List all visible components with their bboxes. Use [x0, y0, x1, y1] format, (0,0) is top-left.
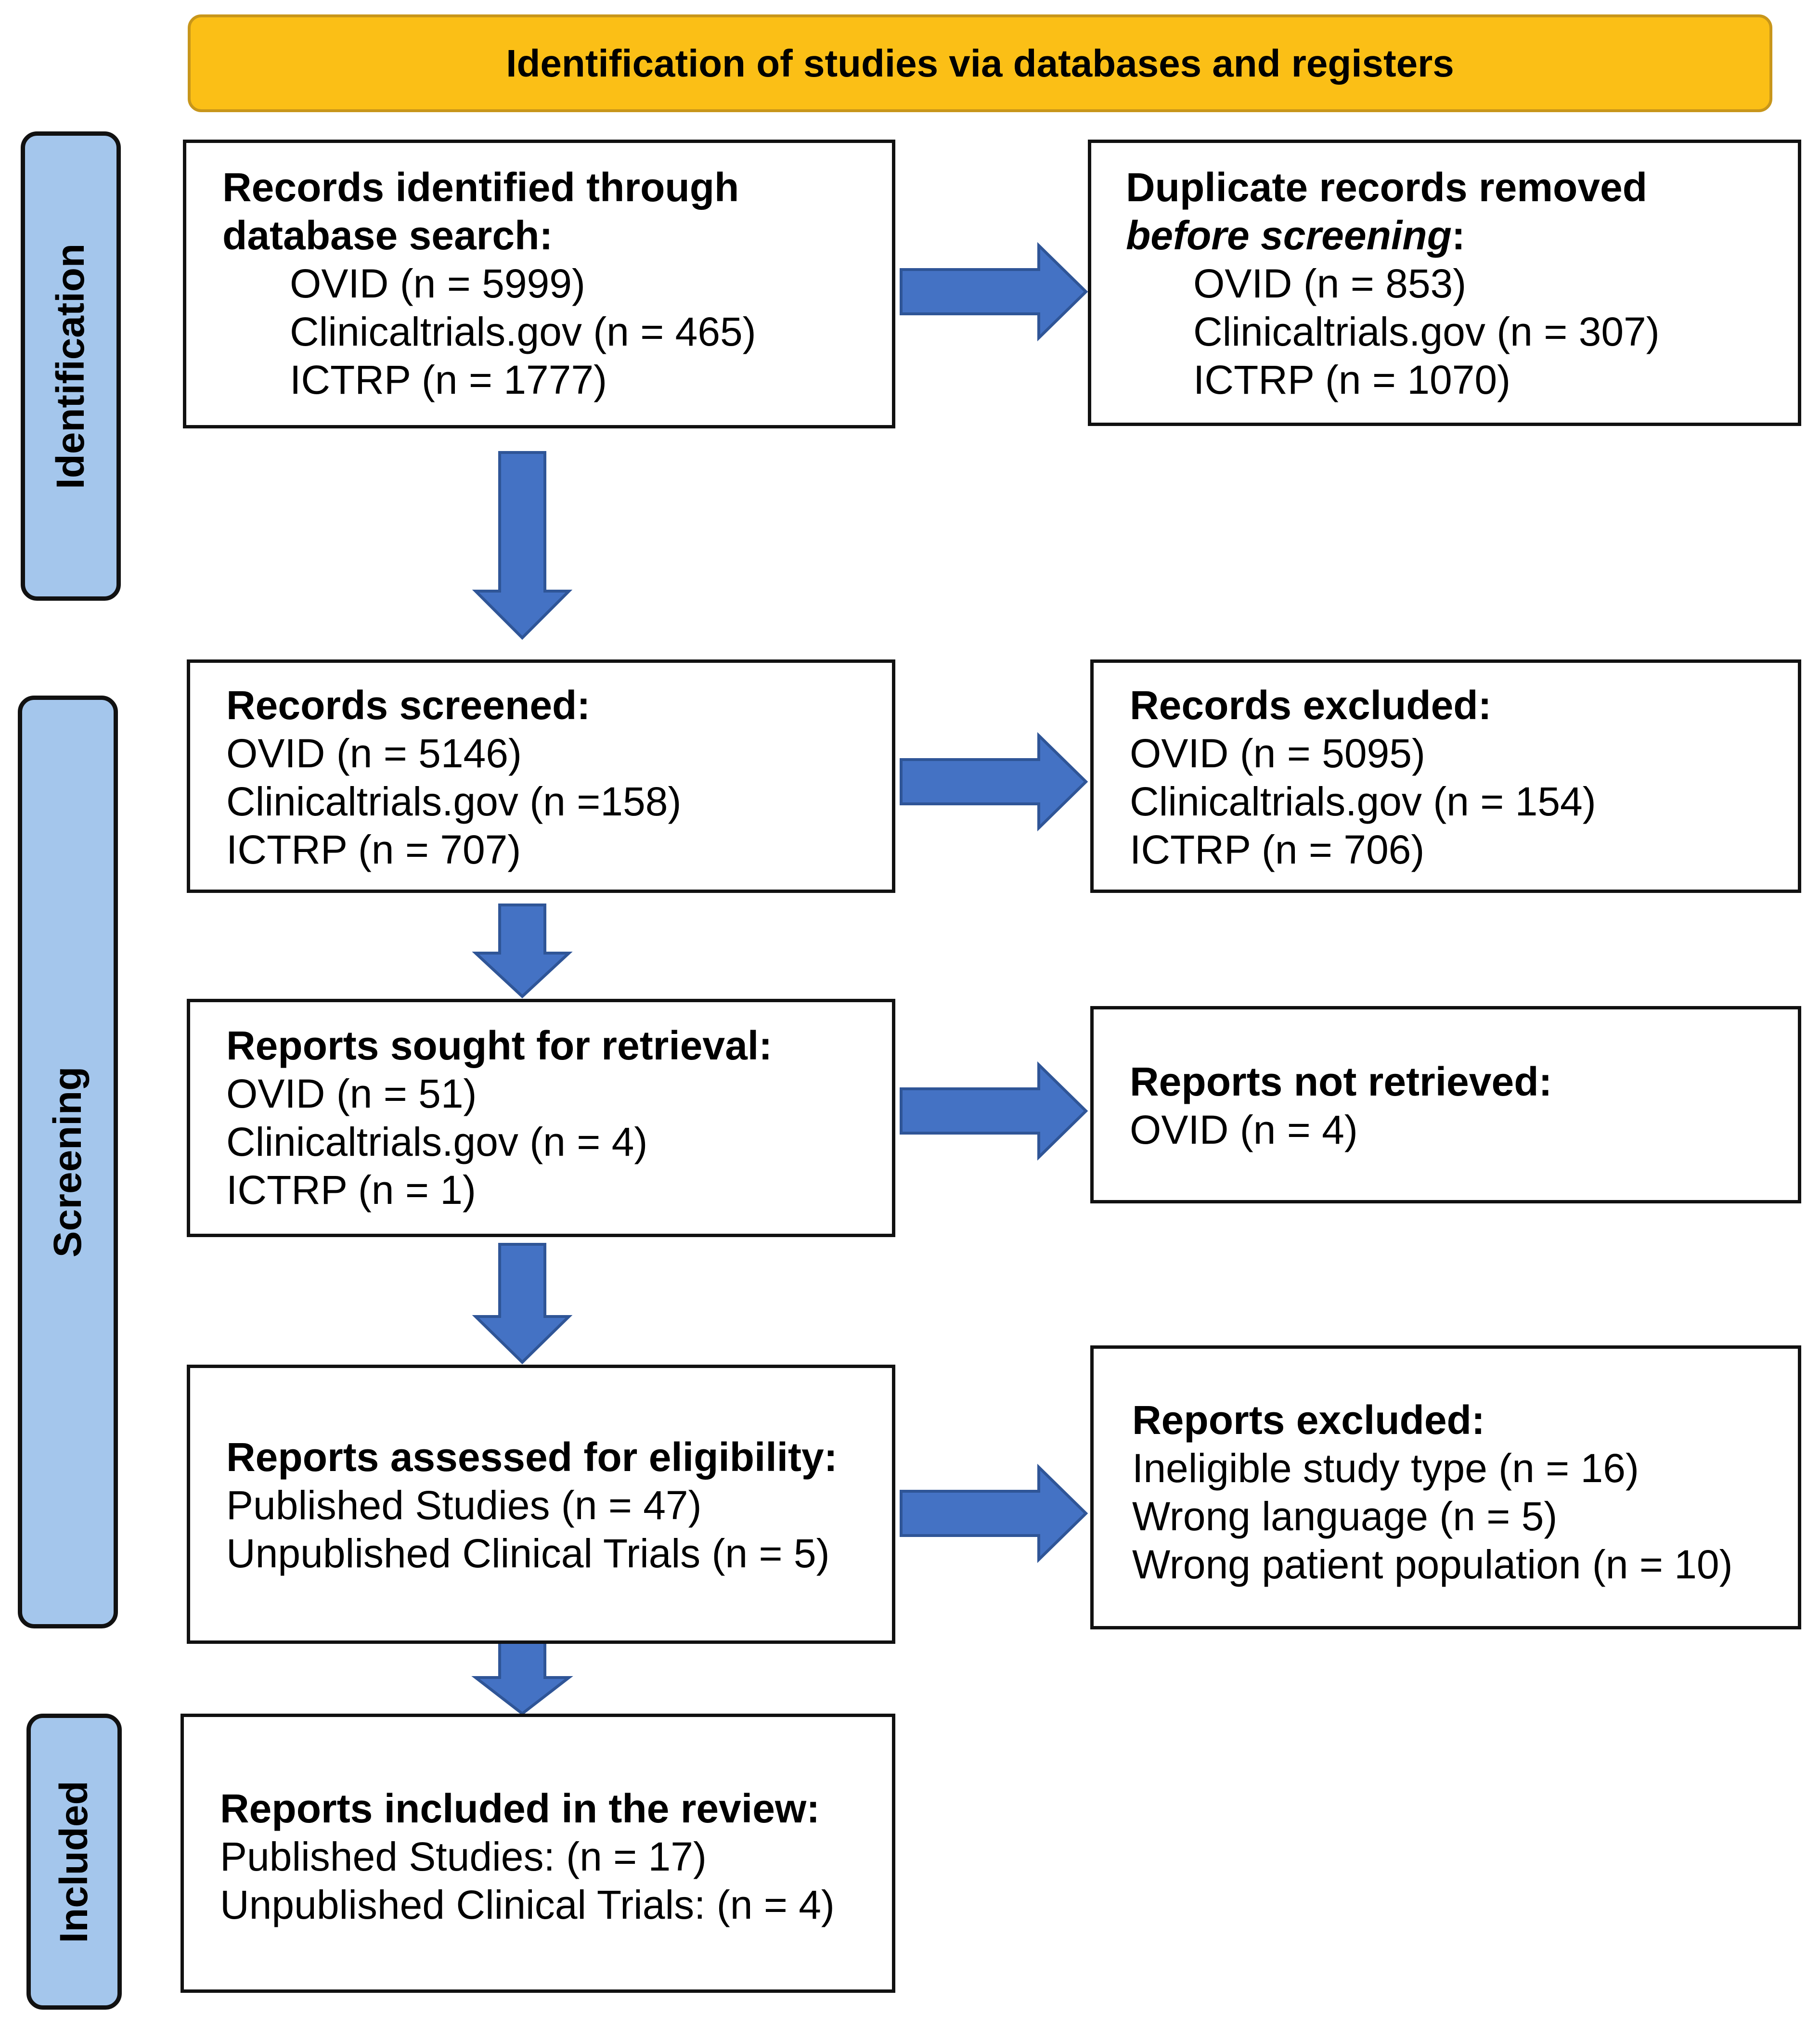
records-excluded-clinicaltrials: Clinicaltrials.gov (n = 154) [1130, 779, 1596, 824]
records-excluded-box: Records excluded: OVID (n = 5095) Clinic… [1090, 659, 1801, 893]
records-identified-ictrp: ICTRP (n = 1777) [290, 357, 607, 402]
reports-sought-clinicaltrials: Clinicaltrials.gov (n = 4) [226, 1119, 648, 1164]
reports-excluded-language: Wrong language (n = 5) [1132, 1494, 1558, 1539]
reports-included-box: Reports included in the review: Publishe… [181, 1714, 895, 1993]
duplicates-ictrp: ICTRP (n = 1070) [1193, 357, 1511, 402]
records-excluded-ovid: OVID (n = 5095) [1130, 731, 1425, 776]
duplicates-clinicaltrials: Clinicaltrials.gov (n = 307) [1193, 309, 1660, 354]
reports-excluded-box: Reports excluded: Ineligible study type … [1090, 1345, 1801, 1629]
phase-identification: Identification [21, 131, 121, 601]
records-screened-box: Records screened: OVID (n = 5146) Clinic… [187, 659, 895, 893]
records-screened-title: Records screened: [226, 683, 591, 728]
reports-sought-title: Reports sought for retrieval: [226, 1023, 773, 1068]
duplicates-title-colon: : [1451, 213, 1465, 258]
down-arrow-3 [472, 1243, 573, 1365]
reports-included-published: Published Studies: (n = 17) [220, 1834, 707, 1879]
duplicates-title-1: Duplicate records removed [1126, 165, 1648, 210]
phase-screening: Screening [18, 696, 118, 1628]
reports-assessed-box: Reports assessed for eligibility: Publis… [187, 1365, 895, 1644]
right-arrow-3 [900, 1061, 1088, 1161]
records-identified-title-2: database search: [222, 213, 553, 258]
duplicates-removed-box: Duplicate records removed before screeni… [1088, 140, 1801, 426]
reports-assessed-title: Reports assessed for eligibility: [226, 1434, 838, 1480]
reports-not-retrieved-ovid: OVID (n = 4) [1130, 1107, 1358, 1152]
records-screened-ictrp: ICTRP (n = 707) [226, 827, 521, 872]
reports-excluded-study-type: Ineligible study type (n = 16) [1132, 1446, 1639, 1491]
reports-assessed-published: Published Studies (n = 47) [226, 1483, 702, 1528]
duplicates-title-2: before screening: [1126, 211, 1798, 259]
reports-excluded-population: Wrong patient population (n = 10) [1132, 1542, 1733, 1587]
records-identified-title-1: Records identified through [222, 165, 739, 210]
down-arrow-2 [472, 904, 573, 999]
records-identified-ovid: OVID (n = 5999) [290, 261, 585, 306]
reports-excluded-title: Reports excluded: [1132, 1397, 1485, 1443]
records-excluded-title: Records excluded: [1130, 683, 1492, 728]
records-identified-clinicaltrials: Clinicaltrials.gov (n = 465) [290, 309, 756, 354]
records-screened-ovid: OVID (n = 5146) [226, 731, 522, 776]
phase-included: Included [26, 1714, 122, 2010]
duplicates-ovid: OVID (n = 853) [1193, 261, 1467, 306]
reports-sought-ovid: OVID (n = 51) [226, 1071, 477, 1116]
right-arrow-4 [900, 1463, 1088, 1563]
records-screened-clinicaltrials: Clinicaltrials.gov (n =158) [226, 779, 682, 824]
reports-included-unpublished: Unpublished Clinical Trials: (n = 4) [220, 1882, 835, 1927]
records-excluded-ictrp: ICTRP (n = 706) [1130, 827, 1425, 872]
reports-sought-ictrp: ICTRP (n = 1) [226, 1167, 476, 1213]
reports-sought-box: Reports sought for retrieval: OVID (n = … [187, 999, 895, 1237]
reports-assessed-unpublished: Unpublished Clinical Trials (n = 5) [226, 1531, 830, 1576]
reports-not-retrieved-box: Reports not retrieved: OVID (n = 4) [1090, 1006, 1801, 1203]
down-arrow-1 [472, 451, 573, 640]
down-arrow-4 [471, 1640, 573, 1716]
right-arrow-2 [900, 732, 1088, 832]
reports-included-title: Reports included in the review: [220, 1786, 820, 1831]
reports-not-retrieved-title: Reports not retrieved: [1130, 1059, 1552, 1104]
right-arrow-1 [900, 242, 1088, 342]
banner: Identification of studies via databases … [188, 14, 1772, 112]
duplicates-title-italic: before screening [1126, 213, 1452, 258]
records-identified-box: Records identified through database sear… [183, 140, 895, 428]
